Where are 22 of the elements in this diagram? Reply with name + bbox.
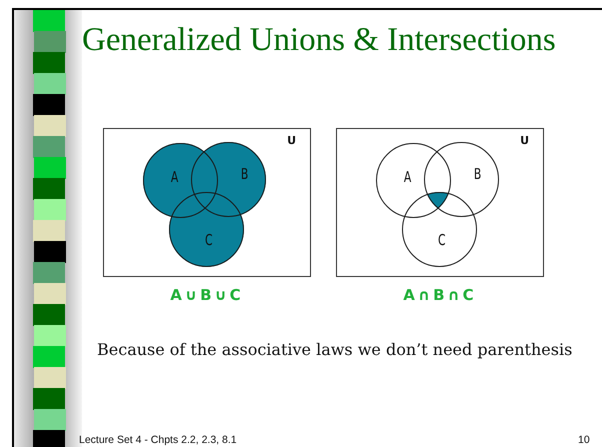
universe-label: U xyxy=(287,134,296,147)
set-label: C xyxy=(438,231,446,249)
set-circle xyxy=(169,192,244,267)
set-expression: A∪B∪C xyxy=(169,286,245,304)
page-number: 10 xyxy=(578,434,590,446)
set-circle xyxy=(191,142,266,217)
set-circle xyxy=(424,142,499,217)
slide-title: Generalized Unions & Intersections xyxy=(82,22,556,59)
set-circle xyxy=(376,143,451,218)
universe-rectangle xyxy=(103,128,311,277)
set-label: A xyxy=(404,168,412,186)
note-text: Because of the associative laws we don’t need parenthesis xyxy=(97,340,572,359)
set-circle xyxy=(402,192,477,267)
set-label: B xyxy=(240,165,248,183)
set-label: A xyxy=(170,168,178,186)
set-expression: A∩B∩C xyxy=(402,286,478,304)
set-label: B xyxy=(474,165,482,183)
footer-text: Lecture Set 4 - Chpts 2.2, 2.3, 8.1 xyxy=(79,434,237,446)
set-circle xyxy=(143,143,218,218)
set-label: C xyxy=(204,231,212,249)
universe-label: U xyxy=(520,134,529,147)
universe-rectangle xyxy=(336,128,544,277)
